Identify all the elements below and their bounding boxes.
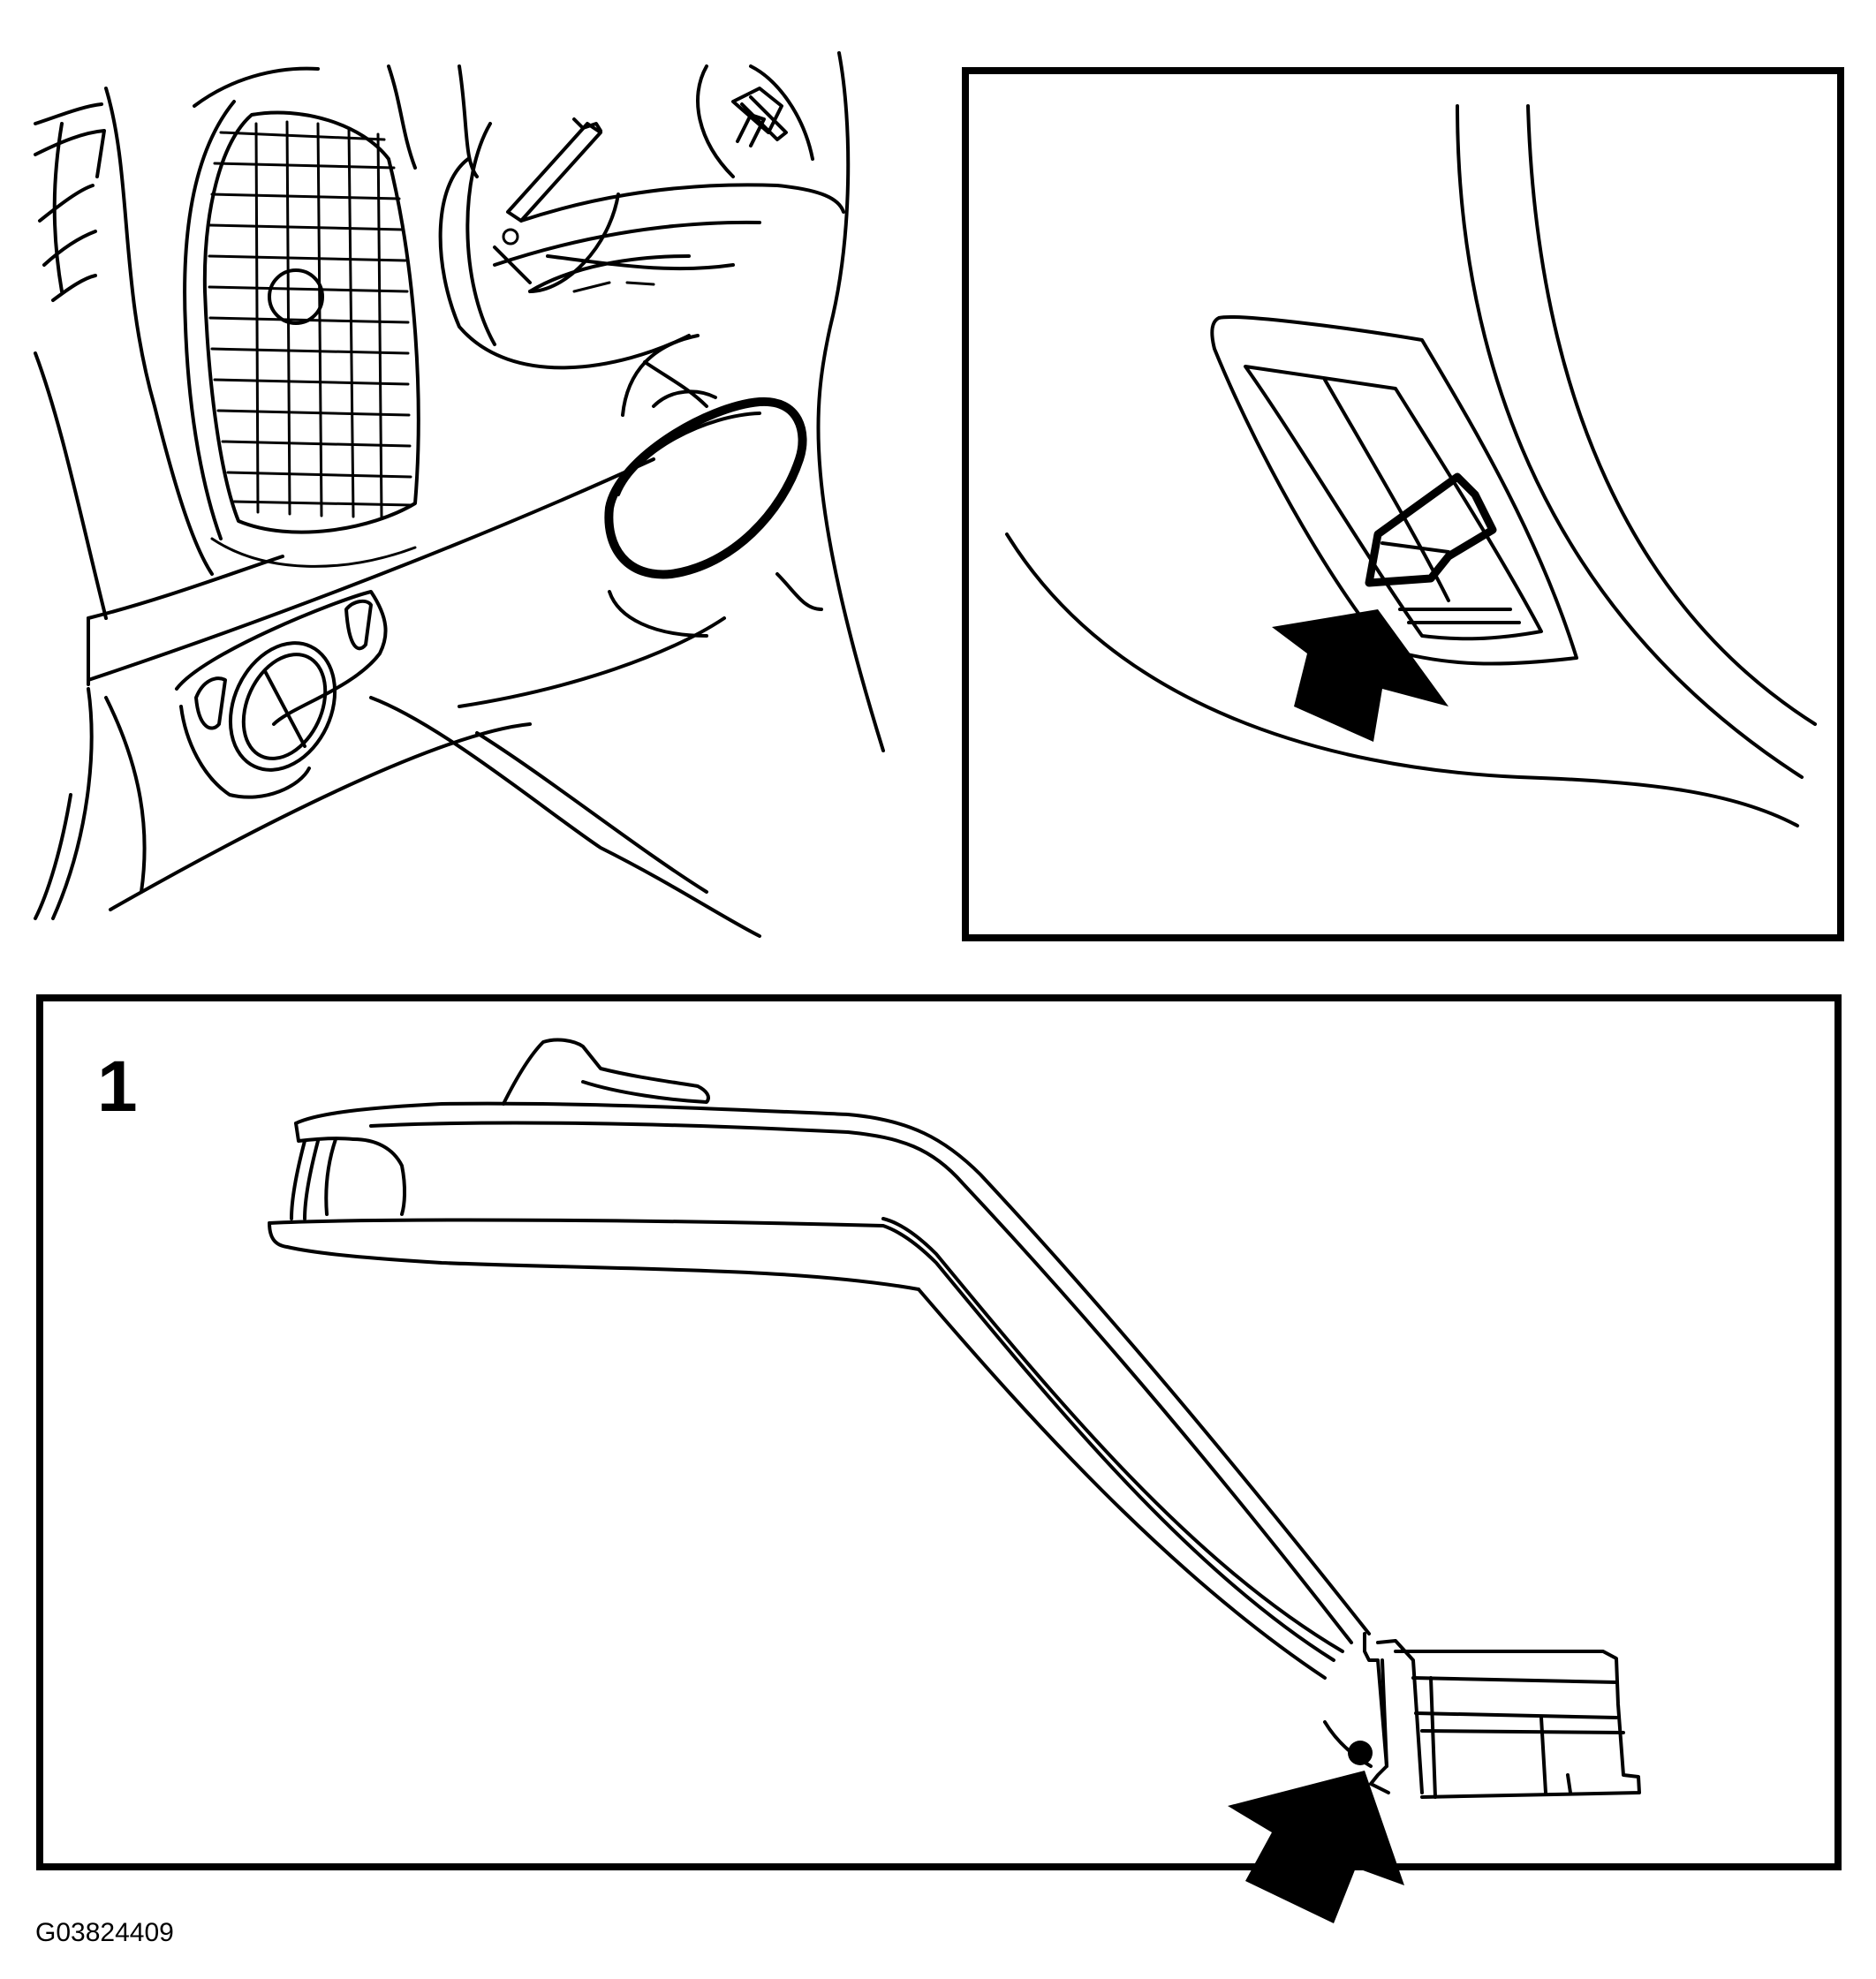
side-vent xyxy=(34,102,106,302)
center-vent xyxy=(104,66,420,576)
instrument-cluster xyxy=(387,51,885,752)
vent-knob xyxy=(268,268,324,325)
closeup-frame xyxy=(962,67,1844,941)
step-number: 1 xyxy=(97,1046,138,1127)
dash-panel xyxy=(34,351,761,938)
vent-grille xyxy=(208,120,413,518)
component-frame xyxy=(36,994,1842,1870)
stalk-switch xyxy=(268,1038,1641,1799)
pry-tool xyxy=(1365,472,1497,587)
highlighted-switch xyxy=(604,334,823,638)
component-arrow-icon xyxy=(1228,1771,1404,1923)
latch-point xyxy=(1348,1741,1373,1765)
dashboard-overview xyxy=(34,51,885,938)
closeup-arrow-icon xyxy=(1272,609,1449,742)
figure-id: G03824409 xyxy=(35,1918,174,1947)
gauge-needle xyxy=(506,122,602,223)
rotary-control xyxy=(175,590,388,799)
closeup-panel xyxy=(962,67,1844,941)
component-panel: 1 xyxy=(36,994,1842,1923)
